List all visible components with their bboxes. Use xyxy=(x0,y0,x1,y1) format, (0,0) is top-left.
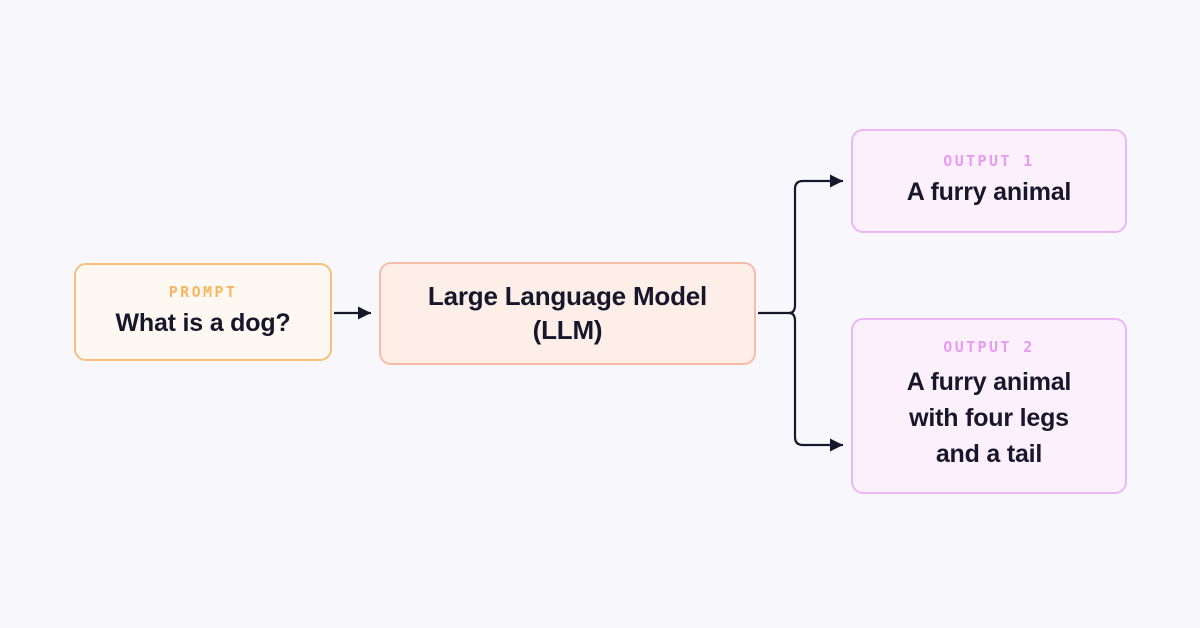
llm-node-title-line-1: Large Language Model xyxy=(427,281,708,312)
output-1-node-label: OUTPUT 1 xyxy=(943,152,1035,171)
prompt-node-text: What is a dog? xyxy=(115,309,291,338)
llm-node: Large Language Model (LLM) xyxy=(379,262,756,365)
llm-node-title-line-2: (LLM) xyxy=(532,314,603,345)
output-2-node: OUTPUT 2 A furry animal with four legs a… xyxy=(851,318,1127,494)
output-2-node-text-line-2: with four legs xyxy=(909,403,1069,432)
connector-llm-to-output-1 xyxy=(788,174,843,315)
output-1-node-text: A furry animal xyxy=(906,178,1072,207)
prompt-node-label: PROMPT xyxy=(168,283,238,302)
output-2-node-text-line-1: A furry animal xyxy=(906,367,1072,396)
output-2-node-text-line-3: and a tail xyxy=(935,440,1043,469)
connector-llm-to-output-2 xyxy=(788,311,843,452)
output-2-node-label: OUTPUT 2 xyxy=(943,337,1035,356)
prompt-node: PROMPT What is a dog? xyxy=(74,263,332,361)
output-1-node: OUTPUT 1 A furry animal xyxy=(851,129,1127,233)
